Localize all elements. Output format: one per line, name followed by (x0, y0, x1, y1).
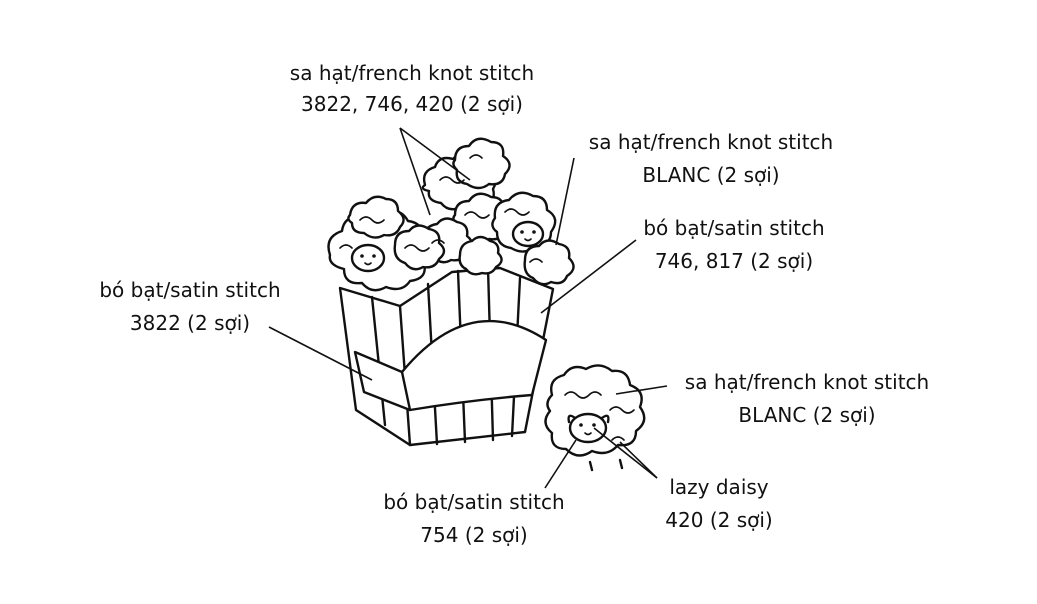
annotation-right-mid-line2: 746, 817 (2 sợi) (655, 249, 813, 273)
annotation-left-line2: 3822 (2 sợi) (130, 311, 250, 335)
annotation-sheep: sa hạt/french knot stitch BLANC (2 sợi) (685, 370, 929, 427)
annotation-bottom-line1: bó bạt/satin stitch (383, 490, 564, 514)
annotation-top-line1: sa hạt/french knot stitch (290, 61, 534, 85)
annotation-bottom-line2: 754 (2 sợi) (420, 523, 527, 547)
popcorn-puffs (329, 139, 574, 290)
annotation-lazy-daisy-line1: lazy daisy (669, 475, 768, 499)
annotation-lazy-daisy: lazy daisy 420 (2 sợi) (665, 475, 772, 532)
annotation-top: sa hạt/french knot stitch 3822, 746, 420… (290, 61, 534, 116)
annotation-sheep-line1: sa hạt/french knot stitch (685, 370, 929, 394)
annotation-top-line2: 3822, 746, 420 (2 sợi) (301, 92, 523, 116)
annotation-right-top: sa hạt/french knot stitch BLANC (2 sợi) (589, 130, 833, 187)
annotation-lazy-daisy-line2: 420 (2 sợi) (665, 508, 772, 532)
popcorn-box (340, 268, 553, 445)
annotation-left: bó bạt/satin stitch 3822 (2 sợi) (99, 278, 280, 335)
annotation-bottom: bó bạt/satin stitch 754 (2 sợi) (383, 490, 564, 547)
annotation-right-mid: bó bạt/satin stitch 746, 817 (2 sợi) (643, 216, 824, 273)
annotation-right-mid-line1: bó bạt/satin stitch (643, 216, 824, 240)
annotation-left-line1: bó bạt/satin stitch (99, 278, 280, 302)
annotation-right-top-line1: sa hạt/french knot stitch (589, 130, 833, 154)
annotation-right-top-line2: BLANC (2 sợi) (642, 163, 779, 187)
small-sheep (545, 365, 644, 470)
annotation-sheep-line2: BLANC (2 sợi) (738, 403, 875, 427)
